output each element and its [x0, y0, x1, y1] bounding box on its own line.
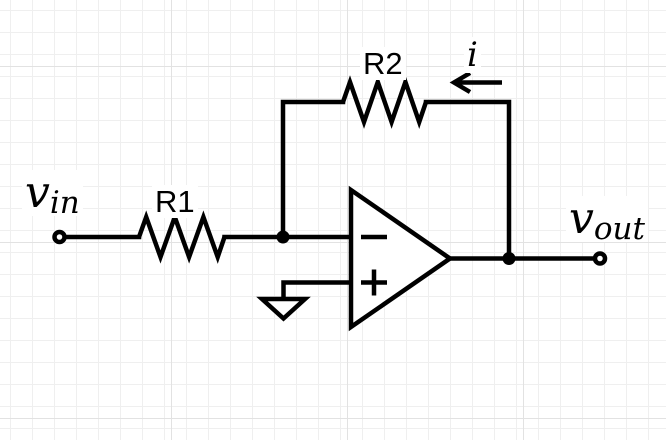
r1-label: R1 [152, 185, 198, 218]
vout-label: vout [566, 193, 648, 245]
noninverting-input-wire [281, 280, 354, 302]
vin-subscript: in [49, 185, 80, 221]
r2-label: R2 [360, 47, 406, 80]
plus-icon [361, 269, 387, 296]
vout-subscript: out [593, 211, 645, 247]
feedback-wire-left [280, 99, 346, 240]
output-node-dot [502, 252, 516, 265]
opamp-body [348, 185, 454, 332]
input-terminal [52, 229, 67, 245]
feedback-wire-right [423, 99, 512, 261]
resistor-r2 [340, 75, 429, 129]
inverting-node-dot [276, 230, 290, 244]
vin-base: v [25, 167, 50, 218]
resistor-r1 [136, 210, 227, 264]
vout-base: v [569, 193, 594, 244]
vin-label: vin [22, 167, 83, 219]
current-arrow-icon [449, 71, 502, 94]
ground-symbol [256, 296, 311, 322]
output-terminal [592, 251, 608, 266]
current-label: i [464, 37, 481, 73]
